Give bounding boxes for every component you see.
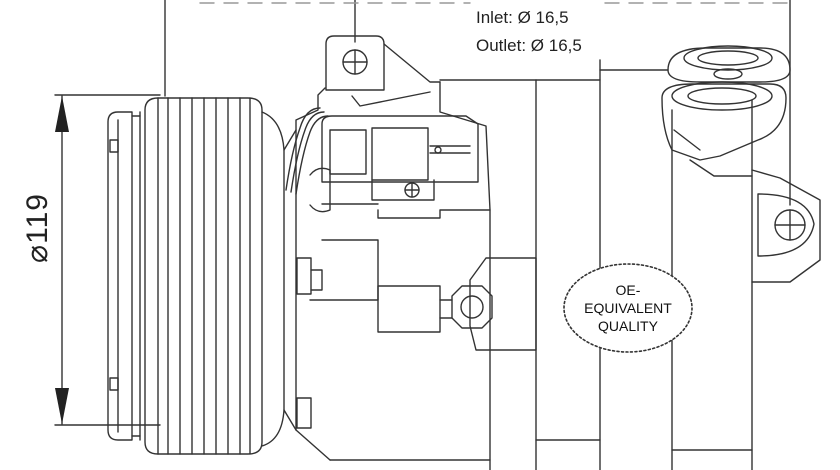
badge-line-1: OE-: [616, 282, 641, 298]
badge-line-2: EQUIVALENT: [584, 300, 672, 316]
electrical-connector: [321, 115, 479, 201]
rear-mount-ear: [757, 193, 815, 257]
outlet-spec: Outlet: Ø 16,5: [476, 36, 582, 55]
leader-lines: [164, 0, 791, 206]
pulley: [144, 97, 285, 455]
badge-line-3: QUALITY: [598, 318, 659, 334]
refrigerant-ports: [661, 45, 791, 177]
front-housing: [283, 87, 331, 461]
diameter-dimension: [54, 94, 161, 426]
clutch-hub: [107, 111, 141, 441]
inlet-spec: Inlet: Ø 16,5: [476, 8, 569, 27]
body-lower-edge: [329, 439, 753, 461]
diameter-value: ⌀119: [21, 193, 54, 263]
oe-equivalent-badge: OE- EQUIVALENT QUALITY: [563, 263, 693, 353]
side-bolt-boss: [377, 257, 537, 351]
top-mount-ear: [325, 35, 441, 107]
wiring: [285, 107, 329, 195]
compressor-body: [309, 59, 821, 470]
